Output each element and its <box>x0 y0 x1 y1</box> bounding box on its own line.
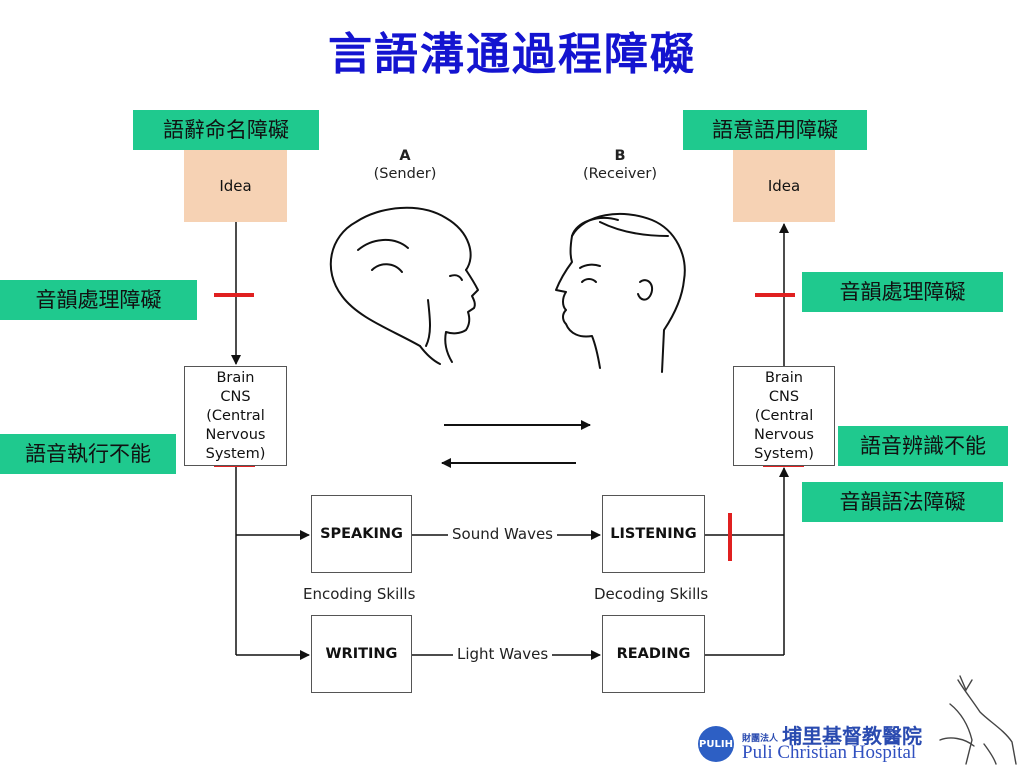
speaking-box: SPEAKING <box>311 495 412 573</box>
slide-title: 言語溝通過程障礙 <box>328 29 696 80</box>
sound-waves-label: Sound Waves <box>448 525 557 543</box>
cns-line: Brain <box>764 369 803 386</box>
receiver-face-drawing <box>555 213 686 373</box>
semantic-pragmatic-disorder-tag: 語意語用障礙 <box>683 110 867 150</box>
hospital-name-cn-text: 埔里基督教醫院 <box>782 724 923 748</box>
sender-role: (Sender) <box>373 166 437 182</box>
speech-execution-tag: 語音執行不能 <box>0 434 176 474</box>
hospital-org-small: 財團法人 <box>742 734 779 744</box>
cns-line: (Central <box>754 407 814 424</box>
sender-caption: A (Sender) <box>360 147 450 183</box>
cns-line: Nervous <box>754 426 814 443</box>
sender-idea-box: Idea <box>184 150 287 222</box>
light-waves-label: Light Waves <box>453 645 553 663</box>
naming-disorder-tag: 語辭命名障礙 <box>133 110 319 150</box>
hospital-logo: PULIH 財團法人埔里基督教醫院 Puli Christian Hospita… <box>696 718 1016 766</box>
cns-line: System) <box>754 445 814 462</box>
phonology-syntax-tag: 音韻語法障礙 <box>802 482 1003 522</box>
hospital-name-en: Puli Christian Hospital <box>742 742 917 763</box>
hospital-name-cn: 財團法人埔里基督教醫院 <box>742 720 922 749</box>
sender-face-drawing <box>329 206 479 365</box>
receiver-letter: B <box>614 148 626 164</box>
speech-recognition-tag: 語音辨識不能 <box>838 426 1008 466</box>
receiver-cns-box: Brain CNS (Central Nervous System) <box>733 366 835 466</box>
sender-cns-box: Brain CNS (Central Nervous System) <box>184 366 287 466</box>
cns-line: Brain <box>216 369 255 386</box>
sender-letter: A <box>399 148 411 164</box>
hospital-emblem-icon: PULIH <box>698 726 734 762</box>
cns-line: System) <box>205 445 266 462</box>
receiver-idea-box: Idea <box>733 150 835 222</box>
donkey-illustration <box>939 675 1017 765</box>
listening-box: LISTENING <box>602 495 705 573</box>
writing-box: WRITING <box>311 615 412 693</box>
reading-box: READING <box>602 615 705 693</box>
cns-line: CNS <box>220 388 251 405</box>
phonological-processing-tag-left: 音韻處理障礙 <box>0 280 197 320</box>
cns-line: CNS <box>768 388 800 405</box>
phonological-processing-tag-right: 音韻處理障礙 <box>802 272 1003 312</box>
receiver-role: (Receiver) <box>582 166 658 182</box>
decoding-skills-label: Decoding Skills <box>594 585 709 603</box>
cns-line: Nervous <box>205 426 266 443</box>
receiver-caption: B (Receiver) <box>570 147 670 183</box>
encoding-skills-label: Encoding Skills <box>303 585 416 603</box>
cns-line: (Central <box>206 407 265 424</box>
